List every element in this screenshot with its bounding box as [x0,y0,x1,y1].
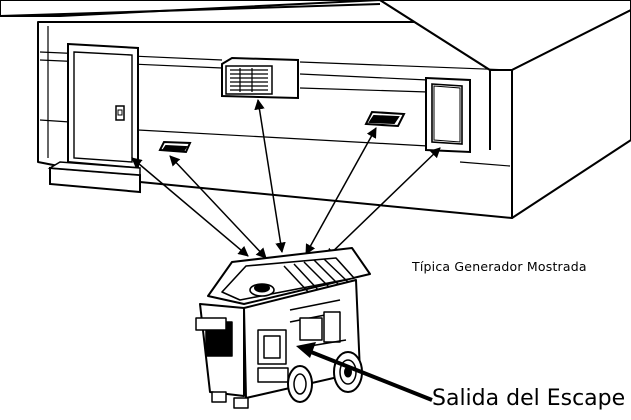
exhaust-outlet-label: Salida del Escape [432,386,626,411]
wheel-rear [287,365,313,403]
small-vent-right [364,110,406,128]
exhaust-pointer [296,342,433,402]
generator [195,247,371,409]
hazard-arrows [131,98,441,259]
wall-vent [221,56,299,100]
generator-caption: Típica Generador Mostrada [412,259,587,274]
window [425,76,471,154]
small-vent-left [158,140,192,154]
